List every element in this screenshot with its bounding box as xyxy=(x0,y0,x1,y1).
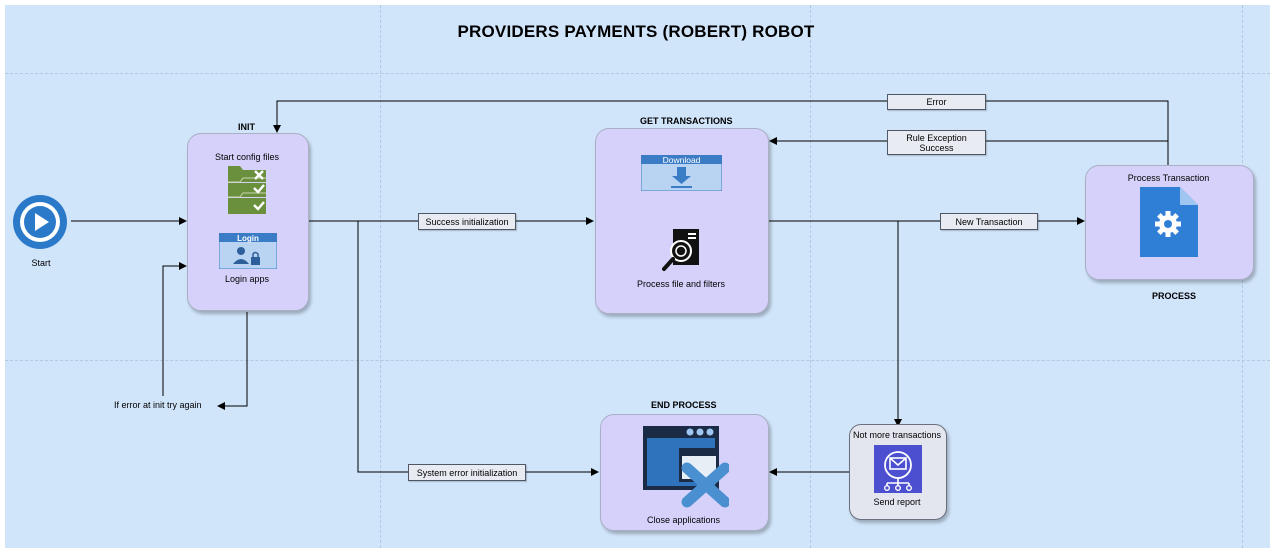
grid-line xyxy=(810,5,811,548)
login-apps-label: Login apps xyxy=(224,274,270,284)
init-section-title: INIT xyxy=(238,122,255,132)
config-folder-icon xyxy=(226,164,268,216)
success-initialization-pill: Success initialization xyxy=(418,213,516,230)
grid-line xyxy=(5,360,1270,361)
init-node[interactable] xyxy=(187,133,309,311)
grid-line xyxy=(380,5,381,548)
download-icon xyxy=(640,154,723,192)
config-files-label: Start config files xyxy=(214,152,280,162)
system-error-initialization-pill: System error initialization xyxy=(408,464,526,481)
end-process-section-title: END PROCESS xyxy=(651,400,717,410)
new-transaction-pill: New Transaction xyxy=(940,213,1038,230)
rule-exception-line-1: Rule Exception xyxy=(906,132,967,143)
search-file-icon xyxy=(661,227,701,273)
download-label: Download xyxy=(662,155,701,165)
process-transaction-label: Process Transaction xyxy=(1127,173,1210,183)
close-applications-label: Close applications xyxy=(646,515,721,525)
edge-error xyxy=(273,100,1169,165)
get-transactions-section-title: GET TRANSACTIONS xyxy=(640,116,733,126)
send-report-label: Send report xyxy=(873,497,921,507)
login-icon xyxy=(218,232,278,270)
edge-retry-back-to-init xyxy=(162,262,187,396)
edge-init-to-end-process xyxy=(357,221,599,476)
rule-exception-line-2: Success xyxy=(919,142,954,153)
start-label: Start xyxy=(31,258,51,268)
error-pill: Error xyxy=(887,94,986,110)
rule-exception-pill: Rule Exception Success xyxy=(887,130,986,155)
gear-document-icon xyxy=(1140,187,1198,257)
grid-line xyxy=(5,73,1270,74)
diagram-title: PROVIDERS PAYMENTS (ROBERT) ROBOT xyxy=(457,22,815,41)
start-play-icon[interactable] xyxy=(11,193,69,251)
edge-init-retry xyxy=(217,312,248,410)
report-icon xyxy=(874,445,922,493)
login-badge-label: Login xyxy=(237,234,259,243)
close-window-icon xyxy=(643,426,731,508)
process-section-title: PROCESS xyxy=(1152,291,1197,301)
retry-label: If error at init try again xyxy=(114,400,202,410)
process-file-label: Process file and filters xyxy=(636,279,726,289)
not-more-transactions-label: Not more transactions xyxy=(852,430,942,440)
